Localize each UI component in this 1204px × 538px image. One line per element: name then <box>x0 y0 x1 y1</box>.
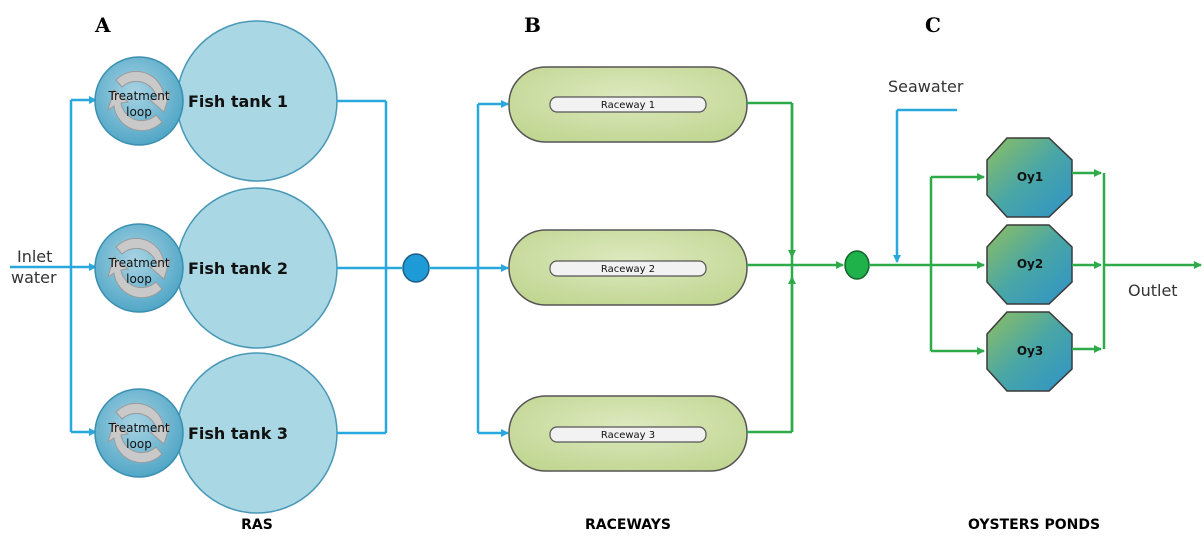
outlet-label: Outlet <box>1128 281 1178 300</box>
ras-title: RAS <box>241 517 273 533</box>
seawater-label: Seawater <box>888 77 964 96</box>
raceway-label-1: Raceway 1 <box>601 100 655 111</box>
fish-tank-label-2: Fish tank 2 <box>188 259 288 278</box>
raceway-label-2: Raceway 2 <box>601 264 655 275</box>
oyster-pond-shape-1 <box>986 137 1073 218</box>
raceway-divider-3 <box>549 426 707 443</box>
inlet-label-line1: Inlet <box>17 247 52 266</box>
treatment-loop-sub-2: loop <box>126 272 152 286</box>
fish-tank-unit-1: Treatment loop Fish tank 1 <box>94 20 338 182</box>
raceway-divider-1 <box>549 96 707 113</box>
inlet-pipes <box>10 96 97 436</box>
treatment-loop-label-3: Treatment <box>107 421 169 435</box>
treatment-loop-sub-3: loop <box>126 437 152 451</box>
raceway-label-3: Raceway 3 <box>601 430 655 441</box>
fish-tank-label-1: Fish tank 1 <box>188 92 288 111</box>
oyster-pond-2: Oy2 <box>986 224 1073 305</box>
section-a-label: A <box>94 13 111 37</box>
oyster-pond-3: Oy3 <box>986 311 1073 392</box>
raceway-3: Raceway 3 <box>508 395 748 472</box>
treatment-loop-label-1: Treatment <box>107 89 169 103</box>
ras-outlet-pipes <box>337 99 402 435</box>
treatment-loop-label-2: Treatment <box>107 256 169 270</box>
fish-tank-unit-3: Treatment loop Fish tank 3 <box>94 352 338 514</box>
recycle-arrow-icon <box>115 402 171 445</box>
recycle-arrow-icon <box>107 89 163 132</box>
fish-tank-unit-2: Treatment loop Fish tank 2 <box>94 187 338 349</box>
oyster-pond-label-1: Oy1 <box>1017 170 1043 184</box>
raceway-outlet-pipes <box>747 101 844 434</box>
oyster-pond-label-3: Oy3 <box>1017 344 1043 358</box>
raceway-2: Raceway 2 <box>508 229 748 306</box>
oyster-pond-1: Oy1 <box>986 137 1073 218</box>
oyster-inlet-pipes <box>869 173 985 355</box>
oyster-outlet-pipes <box>1072 169 1202 353</box>
inlet-label-line2: water <box>11 268 57 287</box>
raceways-title: RACEWAYS <box>585 517 671 533</box>
oyster-pond-shape-3 <box>986 311 1073 392</box>
oyster-pond-label-2: Oy2 <box>1017 257 1043 271</box>
fish-tank-label-3: Fish tank 3 <box>188 424 288 443</box>
section-c-label: C <box>925 13 941 37</box>
oyster-pond-shape-2 <box>986 224 1073 305</box>
recycle-arrow-icon <box>107 256 163 299</box>
recycle-arrow-icon <box>115 237 171 280</box>
oysters-ponds-title: OYSTERS PONDS <box>968 517 1100 533</box>
recycle-arrow-icon <box>107 421 163 464</box>
raceway-divider-2 <box>549 260 707 277</box>
raceway-1: Raceway 1 <box>508 66 748 143</box>
treatment-loop-sub-1: loop <box>126 105 152 119</box>
recycle-arrow-icon <box>115 70 171 113</box>
ras-collector-node <box>402 253 430 283</box>
raceway-inlet-pipes <box>429 100 509 437</box>
seawater-pipe <box>893 108 957 263</box>
section-b-label: B <box>524 13 541 37</box>
raceway-collector-node <box>844 250 870 280</box>
